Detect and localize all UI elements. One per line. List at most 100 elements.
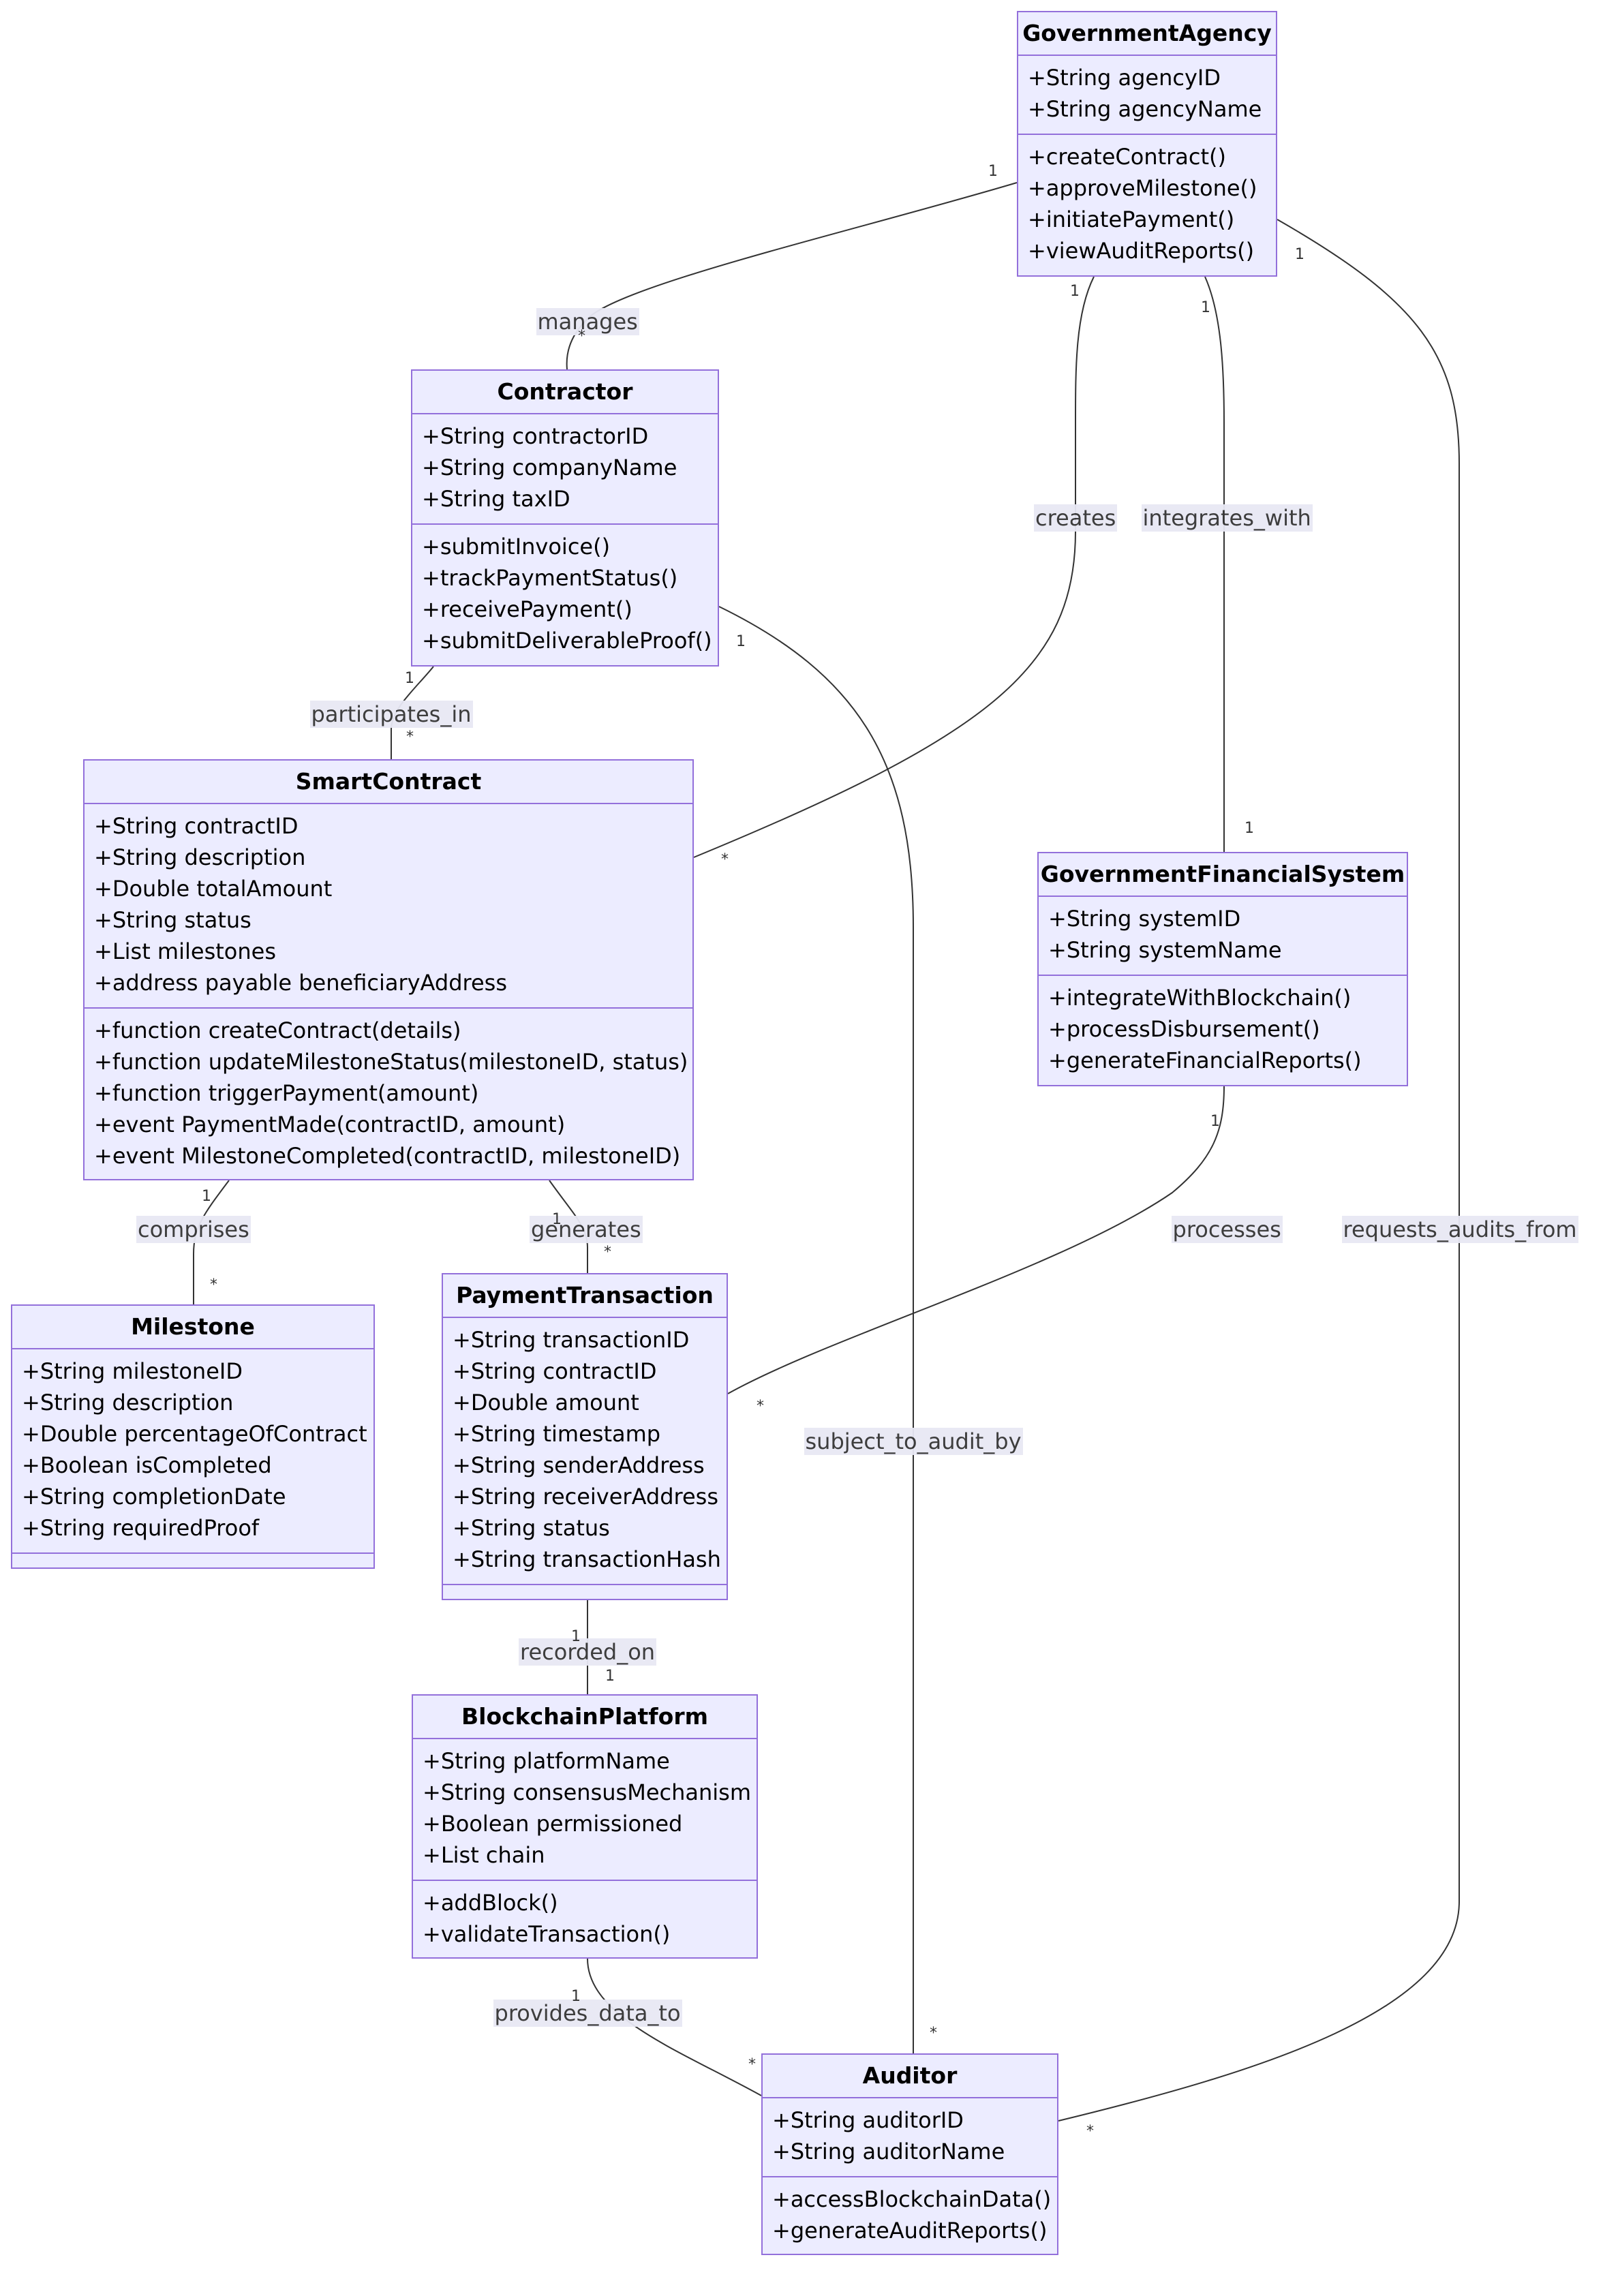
edge-label-participates-in: participates_in	[309, 701, 473, 728]
class-attribute: +List chain	[423, 1842, 545, 1868]
class-divider	[412, 413, 718, 414]
multiplicity-source: 1	[552, 1211, 562, 1228]
class-attribute: +String status	[94, 907, 251, 933]
class-name: GovernmentAgency	[1022, 20, 1272, 46]
class-method: +createContract()	[1028, 144, 1227, 170]
class-method: +integrateWithBlockchain()	[1048, 985, 1352, 1011]
class-method: +trackPaymentStatus()	[422, 565, 678, 591]
class-attribute: +String senderAddress	[453, 1452, 705, 1478]
class-divider	[85, 803, 692, 804]
edge-label-provides-data-to: provides_data_to	[493, 2000, 682, 2027]
class-attribute: +Double totalAmount	[94, 876, 333, 902]
edge-label-requests-audits-from: requests_audits_from	[1341, 1216, 1578, 1243]
class-method: +processDisbursement()	[1048, 1016, 1320, 1042]
class-attribute: +String agencyName	[1028, 96, 1262, 122]
class-divider	[1039, 896, 1407, 897]
edge-subject-to-audit-by	[718, 606, 914, 2053]
multiplicity-target: *	[757, 1398, 764, 1415]
class-method: +receivePayment()	[422, 596, 632, 622]
multiplicity-source: 1	[1070, 283, 1080, 300]
class-method: +validateTransaction()	[423, 1921, 671, 1947]
class-method: +submitDeliverableProof()	[422, 628, 712, 654]
class-auditor: Auditor+String auditorID+String auditorN…	[761, 2053, 1058, 2255]
multiplicity-target: 1	[1245, 820, 1254, 837]
class-attribute: +String timestamp	[453, 1421, 661, 1447]
class-divider	[413, 1880, 757, 1881]
class-blockchain-platform: BlockchainPlatform+String platformName+S…	[412, 1694, 758, 1959]
multiplicity-target: *	[578, 328, 585, 345]
class-attribute: +String consensusMechanism	[423, 1779, 751, 1805]
class-attribute: +Boolean permissioned	[423, 1811, 683, 1837]
class-divider	[763, 2176, 1057, 2177]
multiplicity-source: 1	[1210, 1113, 1220, 1130]
class-government-agency: GovernmentAgency +String agencyID +String …	[1017, 11, 1277, 277]
multiplicity-source: 1	[405, 670, 414, 687]
class-attribute: +String taxID	[422, 486, 570, 512]
class-method: +viewAuditReports()	[1028, 238, 1255, 264]
class-method: +function updateMilestoneStatus(mileston…	[94, 1049, 688, 1075]
class-divider	[12, 1348, 373, 1349]
class-name: BlockchainPlatform	[461, 1703, 708, 1730]
edge-label-manages: manages	[536, 308, 639, 335]
class-attribute: +Double percentageOfContract	[22, 1421, 367, 1447]
class-attribute: +String status	[453, 1515, 610, 1541]
class-name: GovernmentFinancialSystem	[1040, 861, 1405, 887]
class-divider	[85, 1007, 692, 1009]
multiplicity-source: 1	[202, 1188, 211, 1205]
edge-processes	[727, 1086, 1225, 1394]
multiplicity-target: *	[1086, 2123, 1094, 2140]
multiplicity-target: 1	[605, 1668, 615, 1685]
class-attribute: +String transactionID	[453, 1327, 690, 1353]
class-payment-transaction: PaymentTransaction +String transactionID +…	[442, 1273, 728, 1600]
class-attribute: +String agencyID	[1028, 65, 1221, 91]
edge-requests-audits-from	[1058, 219, 1460, 2122]
multiplicity-target: *	[406, 729, 414, 746]
edge-label-recorded-on: recorded_on	[519, 1638, 657, 1666]
class-method: +generateFinancialReports()	[1048, 1047, 1362, 1073]
class-divider	[12, 1552, 373, 1554]
class-attribute: +String contractorID	[422, 423, 649, 449]
class-name: PaymentTransaction	[456, 1282, 714, 1308]
class-milestone: Milestone+String milestoneID+String desc…	[11, 1304, 375, 1569]
class-name: Contractor	[497, 378, 633, 405]
class-divider	[1018, 55, 1276, 56]
multiplicity-source: 1	[1201, 299, 1210, 316]
edge-creates	[693, 276, 1095, 858]
class-divider	[412, 523, 718, 525]
class-method: +addBlock()	[423, 1890, 558, 1916]
edge-integrates-with	[1204, 276, 1225, 852]
multiplicity-target: *	[748, 2056, 756, 2073]
class-divider	[443, 1584, 727, 1585]
multiplicity-target: *	[210, 1276, 217, 1294]
class-attribute: +Double amount	[453, 1390, 639, 1415]
class-contractor: Contractor+String contractorID+String co…	[411, 369, 719, 667]
class-attribute: +List milestones	[94, 938, 276, 964]
edge-label-comprises: comprises	[136, 1216, 251, 1243]
class-name: Auditor	[862, 2062, 958, 2089]
multiplicity-target: *	[604, 1244, 611, 1261]
class-divider	[1039, 975, 1407, 976]
class-attribute: +String systemID	[1048, 906, 1241, 932]
edge-label-creates: creates	[1034, 504, 1118, 532]
class-attribute: +String transactionHash	[453, 1546, 721, 1572]
class-smart-contract: SmartContract+String contractID+String d…	[83, 759, 694, 1180]
class-attribute: +String description	[94, 844, 306, 870]
class-method: +event MilestoneCompleted(contractID, mi…	[94, 1143, 681, 1169]
multiplicity-source: 1	[571, 1628, 581, 1645]
class-method: +initiatePayment()	[1028, 206, 1235, 232]
class-divider	[443, 1317, 727, 1318]
class-divider	[763, 2097, 1057, 2098]
edge-label-generates: generates	[530, 1216, 643, 1243]
class-method: +event PaymentMade(contractID, amount)	[94, 1112, 566, 1137]
class-name: SmartContract	[295, 768, 482, 795]
edge-label-integrates-with: integrates_with	[1141, 504, 1313, 532]
class-attribute: +String completionDate	[22, 1484, 286, 1510]
class-method: +approveMilestone()	[1028, 175, 1257, 201]
class-attribute: +String receiverAddress	[453, 1484, 719, 1510]
multiplicity-target: *	[930, 2025, 937, 2042]
class-attribute: +String description	[22, 1390, 234, 1415]
multiplicity-source: 1	[571, 1988, 581, 2005]
multiplicity-source: 1	[1295, 246, 1304, 263]
